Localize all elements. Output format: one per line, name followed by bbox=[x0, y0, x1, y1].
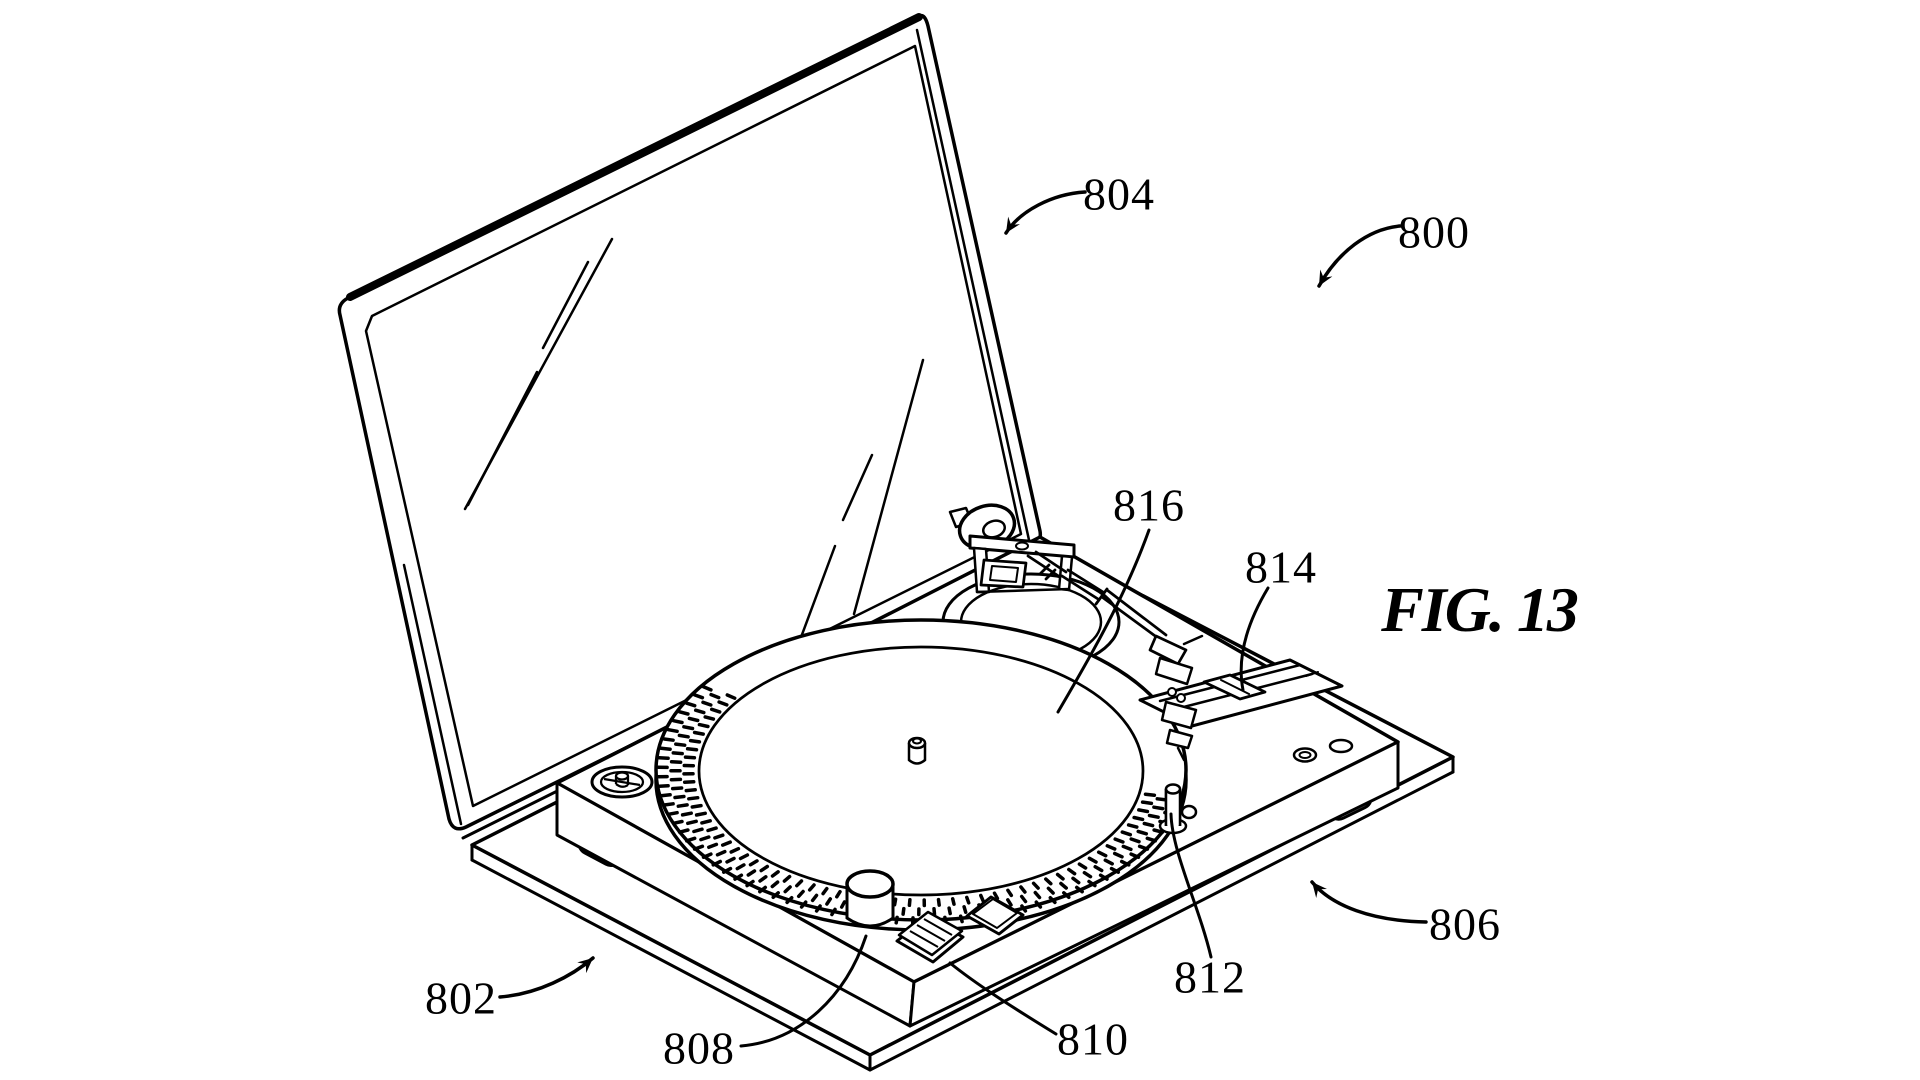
ref-label-800: 800 bbox=[1398, 206, 1470, 258]
arrow-800 bbox=[1317, 224, 1402, 288]
leader-816 bbox=[1056, 528, 1151, 714]
speed-button bbox=[965, 895, 1025, 936]
start-stop-button bbox=[895, 910, 965, 964]
cartridge-lower bbox=[1165, 728, 1194, 750]
cartridge-body bbox=[1160, 700, 1198, 730]
figure-caption: FIG. 13 bbox=[1381, 574, 1579, 645]
leader-808 bbox=[739, 934, 868, 1048]
lid-left-edge-inner bbox=[402, 563, 463, 826]
deck-grommets bbox=[1292, 738, 1354, 763]
leader-812 bbox=[1169, 812, 1213, 959]
stylus bbox=[1176, 746, 1186, 762]
ref-label-810: 810 bbox=[1057, 1013, 1129, 1065]
record-disc bbox=[697, 645, 1145, 897]
ref-label-804: 804 bbox=[1083, 168, 1155, 220]
arrow-804 bbox=[1004, 190, 1087, 235]
cartridge-upper bbox=[1154, 656, 1194, 686]
ref-label-808: 808 bbox=[663, 1022, 735, 1074]
ref-label-816: 816 bbox=[1113, 479, 1185, 531]
ref-label-814: 814 bbox=[1245, 541, 1317, 593]
arm-lift-platform bbox=[979, 558, 1028, 589]
lid-right-edge-inner bbox=[915, 28, 1031, 542]
ref-label-806: 806 bbox=[1429, 898, 1501, 950]
tonearm-assembly bbox=[948, 503, 1204, 762]
adapter-holder-dial bbox=[590, 765, 654, 799]
lid-top-edge-thick bbox=[346, 13, 923, 301]
platter-assembly bbox=[654, 618, 1188, 932]
screen-bezel bbox=[364, 44, 1023, 808]
deck-front-right-face bbox=[908, 740, 1400, 1028]
ref-label-812: 812 bbox=[1174, 951, 1246, 1003]
arrow-802 bbox=[498, 956, 595, 999]
ref-label-802: 802 bbox=[425, 972, 497, 1024]
leader-810 bbox=[948, 961, 1058, 1036]
arrow-806 bbox=[1310, 880, 1428, 924]
leader-814 bbox=[1239, 586, 1270, 692]
spindle bbox=[907, 736, 927, 765]
power-knob bbox=[845, 869, 895, 928]
screen-reflection-marks bbox=[463, 237, 925, 642]
leader-lines bbox=[498, 190, 1428, 1048]
